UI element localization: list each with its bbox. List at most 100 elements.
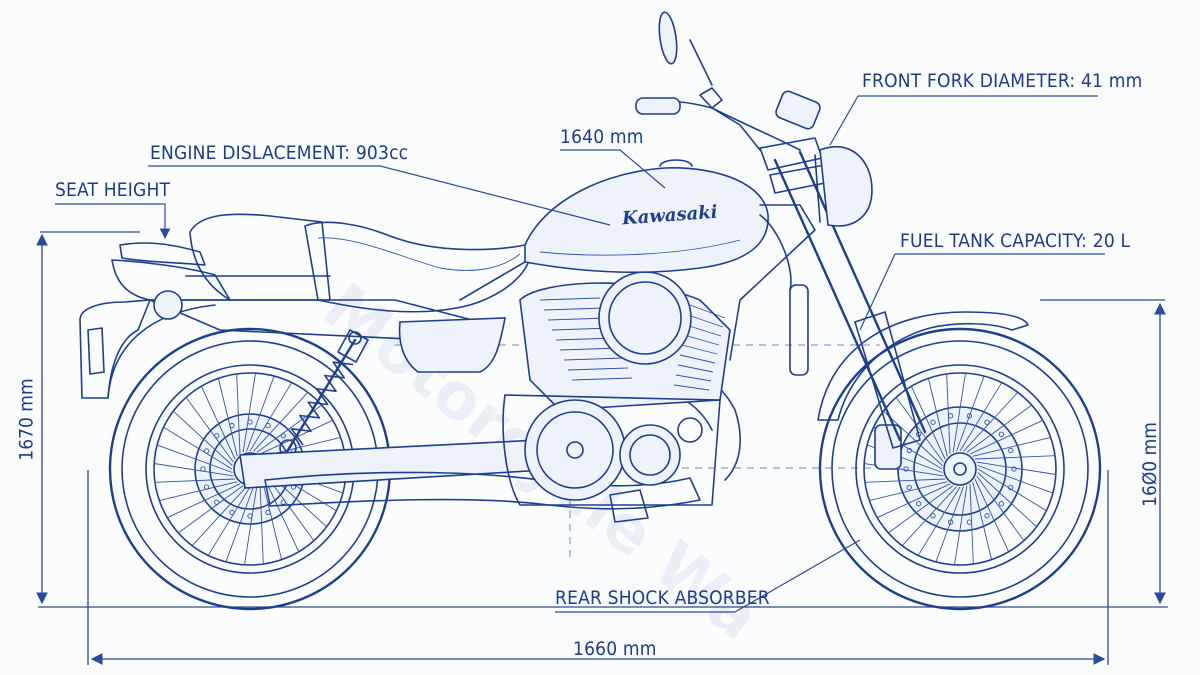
tail-cowl bbox=[119, 242, 206, 266]
disc-hole bbox=[229, 422, 235, 429]
rider-seat bbox=[304, 221, 531, 313]
leader-seat-height bbox=[55, 203, 171, 240]
wheel-spoke bbox=[969, 419, 1043, 455]
cooling-fin bbox=[687, 314, 724, 328]
wheel-spoke bbox=[200, 386, 236, 460]
disc-hole bbox=[203, 484, 210, 490]
disc-hole bbox=[214, 499, 220, 505]
wheel-spoke bbox=[895, 397, 944, 463]
wheel-spoke bbox=[163, 426, 233, 470]
wheel-spoke bbox=[185, 397, 234, 463]
label-engine: ENGINE DISLACEMENT: 903cc bbox=[150, 142, 409, 164]
wheel-spoke bbox=[917, 486, 961, 556]
wheel-spoke bbox=[888, 485, 954, 534]
leader-tank-length bbox=[560, 149, 666, 189]
exhaust-pipe bbox=[264, 471, 701, 510]
wheel-spoke bbox=[974, 478, 1010, 552]
wheel-spoke bbox=[954, 485, 968, 565]
label-tank-length: 1640 mm bbox=[560, 126, 644, 148]
speedometer bbox=[775, 90, 821, 130]
wheel-spoke bbox=[159, 481, 238, 502]
brake-lever-mount bbox=[699, 87, 723, 109]
leader-fuel-tank-angled bbox=[859, 253, 896, 331]
wheel-spoke bbox=[974, 455, 1056, 460]
disc-hole bbox=[906, 447, 912, 454]
wheel-spoke bbox=[178, 485, 244, 534]
seat-stitch bbox=[317, 237, 521, 271]
front-fork bbox=[759, 137, 927, 449]
cooling-fin bbox=[567, 367, 629, 371]
wheel-spoke bbox=[259, 483, 264, 565]
disc-hole bbox=[214, 433, 220, 439]
leader-rear-shock-angled bbox=[734, 539, 861, 613]
disc-hole bbox=[984, 419, 990, 425]
cooling-fin bbox=[685, 324, 722, 337]
disc-hole bbox=[203, 448, 210, 454]
frame-neck bbox=[759, 214, 792, 291]
engine bbox=[502, 271, 731, 506]
headlight bbox=[819, 145, 873, 227]
tail-light bbox=[153, 290, 183, 320]
disc-hole bbox=[247, 513, 253, 519]
disc-hole bbox=[998, 431, 1005, 437]
disc-hole bbox=[906, 484, 912, 491]
disc-hole bbox=[966, 519, 973, 525]
wheel-spoke bbox=[869, 481, 948, 502]
fuel-cap bbox=[659, 159, 693, 167]
wheel-spoke bbox=[977, 465, 1054, 494]
brake-lever bbox=[711, 107, 801, 151]
label-front-fork: FRONT FORK DIAMETER: 41 mm bbox=[862, 70, 1143, 92]
cooling-fin bbox=[571, 377, 633, 381]
wheel-spoke bbox=[154, 463, 234, 477]
disc-hole bbox=[265, 509, 271, 516]
disc-hole bbox=[200, 466, 206, 472]
disc-hole bbox=[903, 466, 909, 472]
label-fuel-tank: FUEL TANK CAPACITY: 20 L bbox=[900, 230, 1131, 252]
headlight-rim bbox=[814, 154, 821, 223]
disc-hole bbox=[1008, 484, 1014, 491]
disc-hole bbox=[247, 419, 253, 425]
wheel-spoke bbox=[262, 481, 283, 560]
wheel-spoke bbox=[864, 478, 946, 483]
disc-hole bbox=[1008, 447, 1014, 454]
side-cover bbox=[398, 317, 506, 373]
tail-reflector bbox=[87, 327, 105, 375]
tank-seam bbox=[539, 239, 741, 256]
mirror bbox=[658, 11, 678, 65]
exhaust-joint bbox=[609, 489, 649, 523]
disc-hole bbox=[229, 509, 235, 516]
wheel-spoke bbox=[927, 378, 948, 457]
passenger-seat bbox=[189, 213, 331, 301]
wheel-spoke bbox=[963, 392, 1019, 452]
wheel-spoke bbox=[242, 373, 256, 453]
disc-hole bbox=[966, 413, 973, 419]
frame-top bbox=[459, 261, 526, 301]
wheel-spoke bbox=[244, 485, 258, 565]
wheel-spoke bbox=[264, 478, 300, 552]
cooling-fin bbox=[681, 344, 718, 355]
cooling-fin bbox=[677, 364, 714, 373]
disc-hole bbox=[915, 501, 922, 507]
cooling-fin bbox=[679, 354, 716, 364]
cooling-fin bbox=[673, 384, 710, 391]
label-seat-height: SEAT HEIGHT bbox=[55, 179, 171, 201]
wheel-spoke bbox=[977, 472, 1037, 528]
cooling-fin bbox=[683, 334, 720, 346]
wheel-spoke bbox=[966, 404, 1032, 453]
wheel-spoke bbox=[191, 486, 247, 546]
frame-downtube bbox=[729, 204, 816, 361]
wheel-spoke bbox=[910, 386, 946, 460]
disc-hole bbox=[947, 519, 954, 525]
front-fender bbox=[817, 311, 1029, 421]
front-wheel bbox=[818, 327, 1102, 611]
wheel-spoke bbox=[173, 410, 233, 466]
fuel-tank bbox=[524, 167, 769, 274]
wheel-spoke bbox=[154, 478, 236, 483]
disc-hole bbox=[1011, 466, 1017, 472]
cooling-fin bbox=[675, 374, 712, 382]
wheel-spoke bbox=[976, 475, 1025, 541]
cooling-fin bbox=[543, 307, 605, 311]
front-brake-caliper bbox=[874, 424, 902, 470]
